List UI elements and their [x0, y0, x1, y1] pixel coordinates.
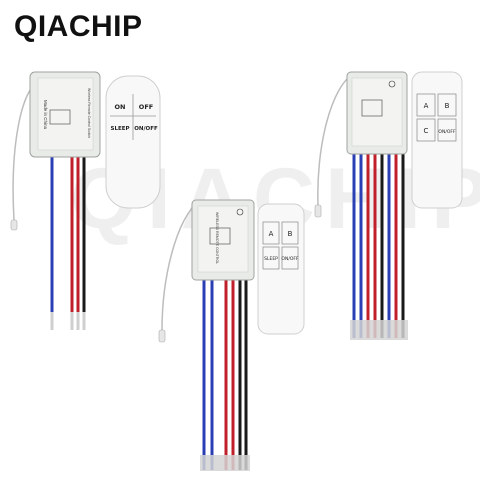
remote-button-sleep: SLEEP: [110, 126, 129, 132]
svg-text:WIRELESS REMOTE CONTROL: WIRELESS REMOTE CONTROL: [215, 212, 219, 264]
remote-button-sleep: SLEEP: [264, 256, 278, 262]
remote-button-a: A: [424, 102, 429, 110]
remote-button-on: ON: [115, 103, 126, 111]
remote-button-onoff: ON/OFF: [134, 126, 158, 132]
product-set-2: WIRELESS REMOTE CONTROL A B SLEEP ON/OFF: [158, 199, 305, 471]
antenna-tip: [314, 204, 322, 218]
receiver-module: WIRELESS REMOTE CONTROL: [191, 199, 255, 281]
remote-control: A B C ON/OFF: [411, 71, 463, 209]
wire-bundle: [350, 145, 408, 340]
remote-button-c: C: [424, 127, 429, 135]
antenna-tip: [158, 329, 166, 343]
remote-button-b: B: [445, 102, 450, 110]
brand-logo: QIACHIP: [14, 10, 143, 43]
remote-control: ON OFF SLEEP ON/OFF: [105, 75, 161, 209]
remote-button-a: A: [269, 230, 274, 238]
product-set-1: Made in China Wireless Remote Control Sw…: [10, 71, 161, 330]
remote-button-b: B: [288, 230, 293, 238]
wire-bundle: [200, 275, 250, 471]
receiver-module: [346, 71, 408, 155]
remote-button-off: OFF: [139, 103, 153, 111]
svg-text:Wireless Remote Control Switch: Wireless Remote Control Switch: [87, 88, 91, 138]
receiver-label: Made in China: [43, 100, 48, 130]
svg-text:Made in China: Made in China: [43, 100, 48, 130]
remote-button-onoff: ON/OFF: [281, 256, 299, 262]
wire-bundle: [50, 150, 86, 330]
receiver-module: Made in China Wireless Remote Control Sw…: [29, 71, 101, 158]
product-set-3: A B C ON/OFF: [314, 71, 463, 340]
remote-button-onoff: ON/OFF: [438, 129, 456, 135]
antenna-tip: [10, 219, 18, 231]
remote-control: A B SLEEP ON/OFF: [257, 203, 305, 335]
